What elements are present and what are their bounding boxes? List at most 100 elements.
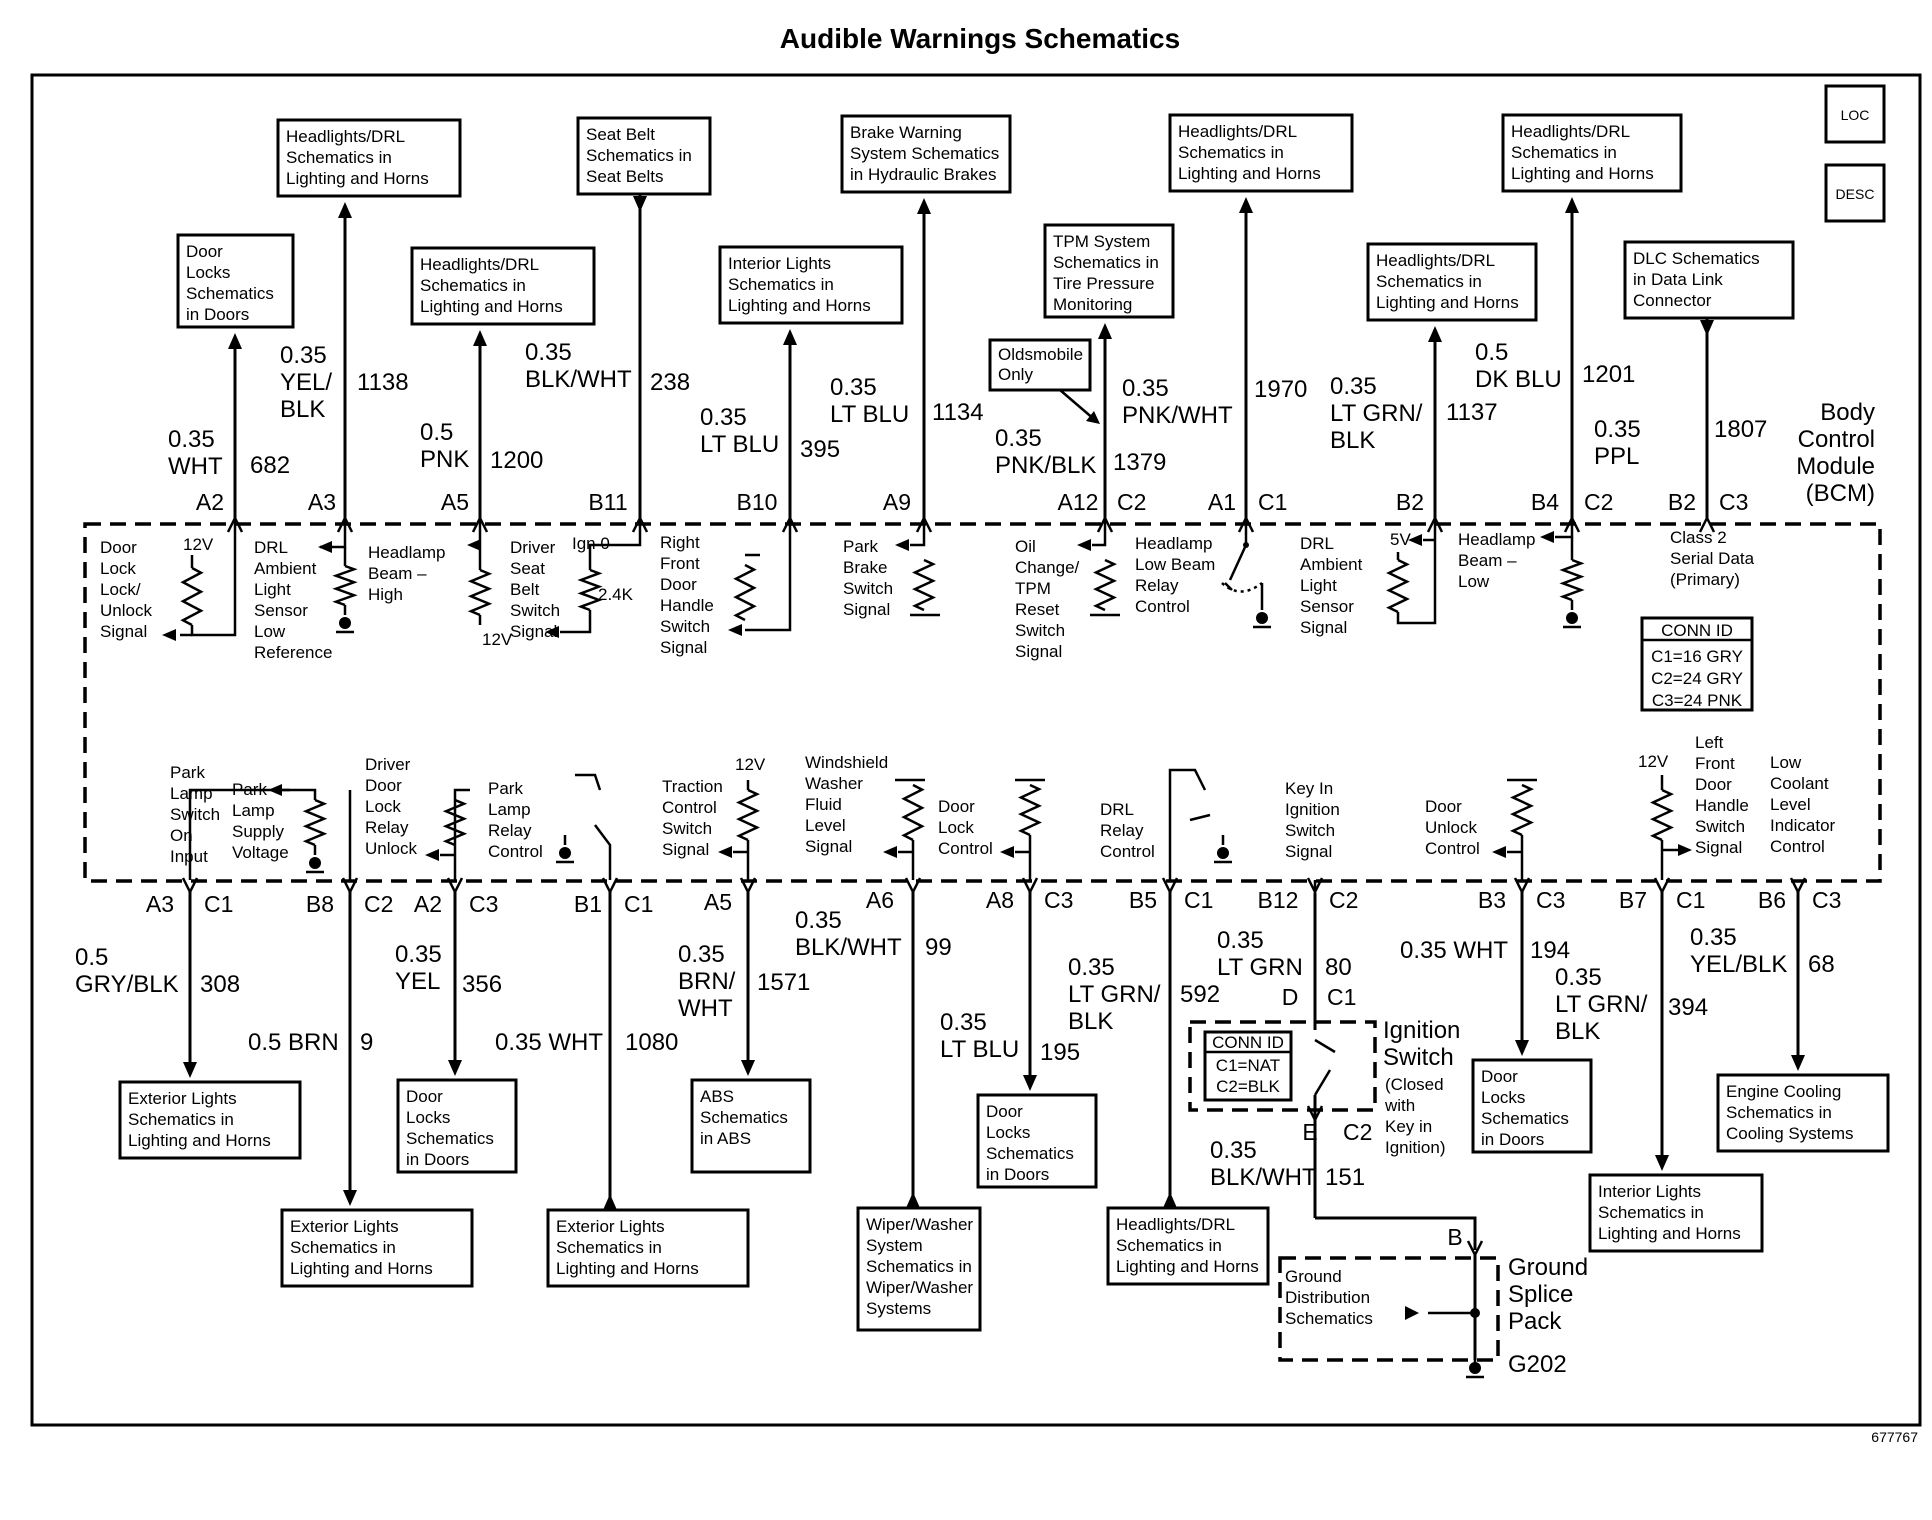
internal-label: Handle [660,596,714,615]
oldsmobile-note: Only [998,365,1033,384]
bottom-pin-number: A6 [866,887,894,913]
internal-label: DRL [1100,800,1134,819]
top-wire-gauge: 0.35 [168,426,215,453]
top-connector: C1 [1258,489,1287,515]
destination-text: in Data Link [1633,270,1723,289]
destination-text: Lighting and Horns [128,1131,271,1150]
bottom-connector: C1 [204,891,233,917]
internal-label: Lock [938,818,974,837]
destination-text: in Doors [986,1165,1049,1184]
destination-text: Seat Belts [586,167,664,186]
destination-text: Locks [186,263,230,282]
bottom-pin-number: A8 [986,887,1014,913]
top-destination-box [840,114,1012,194]
top-circuit-arrow [473,330,487,346]
resistor [1093,558,1117,612]
oldsmobile-note: Oldsmobile [998,345,1083,364]
destination-text: System [866,1236,923,1255]
ground-splice-outline [1278,1256,1500,1362]
internal-label: Unlock [100,601,152,620]
top-destination-box [1043,223,1175,319]
internal-label: Signal [662,840,709,859]
internal-label: Switch [1015,621,1065,640]
bottom-circuit-arrow [906,1192,920,1208]
destination-text: Schematics [406,1129,494,1148]
arrow-head [425,849,439,861]
internal-label: Signal [805,837,852,856]
internal-label: Unlock [1425,818,1477,837]
bottom-destination-box [1106,1206,1270,1286]
bottom-wire-label: 0.35 WHT [1400,937,1508,964]
destination-text: Headlights/DRL [1376,251,1495,270]
bottom-connector: C3 [1044,887,1073,913]
ground-symbol [1217,847,1229,859]
ground-splice-label: Pack [1508,1308,1562,1335]
resistor [442,798,468,847]
top-pin-symbol [471,515,489,533]
ground-destination: Ground [1285,1267,1342,1286]
ground-destination: Distribution [1285,1288,1370,1307]
top-pin-number: B4 [1531,489,1559,515]
bottom-destination-box [1471,1058,1593,1154]
internal-label: Driver [510,538,556,557]
ignition-switch-label: Ignition [1383,1017,1460,1044]
internal-label: Headlamp [1135,534,1213,553]
internal-label: Control [488,842,543,861]
ground-link-arrow [1405,1306,1419,1320]
bottom-wire-gauge: 0.35 [1217,927,1264,954]
internal-label: Relay [365,818,409,837]
destination-text: Lighting and Horns [290,1259,433,1278]
internal-label: Beam – [1458,551,1517,570]
internal-label: Beam – [368,564,427,583]
bottom-connector: C1 [1184,887,1213,913]
destination-text: Schematics in [1053,253,1159,272]
bottom-circuit-arrow [1655,1155,1669,1171]
destination-text: Lighting and Horns [1598,1224,1741,1243]
bottom-pin-number: B7 [1619,887,1647,913]
destination-text: Schematics in [1376,272,1482,291]
ignition-wire-color: BLK/WHT [1210,1164,1317,1191]
top-circuit-arrow [1098,323,1112,339]
top-circuit-number: 395 [800,436,840,463]
destination-text: Schematics in [1726,1103,1832,1122]
bottom-connector: C3 [469,891,498,917]
resistor [901,783,925,842]
destination-text: Headlights/DRL [420,255,539,274]
bottom-wire-color: LT GRN/ [1555,991,1648,1018]
top-destination-box [1623,240,1795,320]
internal-label: Switch [843,579,893,598]
resistor [302,798,328,847]
relay-contact [1243,542,1249,548]
top-pin-symbol [336,515,354,533]
destination-text: Wiper/Washer [866,1278,973,1297]
destination-text: Lighting and Horns [1511,164,1654,183]
top-pin-symbol [1563,515,1581,533]
ground-symbol [1256,612,1268,624]
top-pin-symbol [1698,515,1716,533]
arrow-head [1540,531,1554,543]
resistor [577,568,603,612]
bottom-circuit-number: 592 [1180,981,1220,1008]
top-pin-number: B2 [1668,489,1696,515]
resistor [736,788,760,842]
relay-switch [575,773,602,791]
internal-label: Washer [805,774,863,793]
resistor [467,568,493,617]
top-wire-color: BLK [280,396,325,423]
top-connector: C2 [1584,489,1613,515]
resistor [332,564,358,607]
internal-label: Windshield [805,753,888,772]
internal-label: Level [1770,795,1811,814]
internal-label: Control [662,798,717,817]
destination-text: Schematics in [286,148,392,167]
destination-text: Lighting and Horns [1178,164,1321,183]
internal-label: Sensor [1300,597,1354,616]
arrow-head [883,846,897,858]
destination-text: in Doors [406,1150,469,1169]
internal-label: DRL [254,538,288,557]
top-wire-color: BLK/WHT [525,366,632,393]
conn-id-box [1640,616,1754,712]
top-pin-symbol [781,515,799,533]
top-pin-symbol [1426,515,1444,533]
